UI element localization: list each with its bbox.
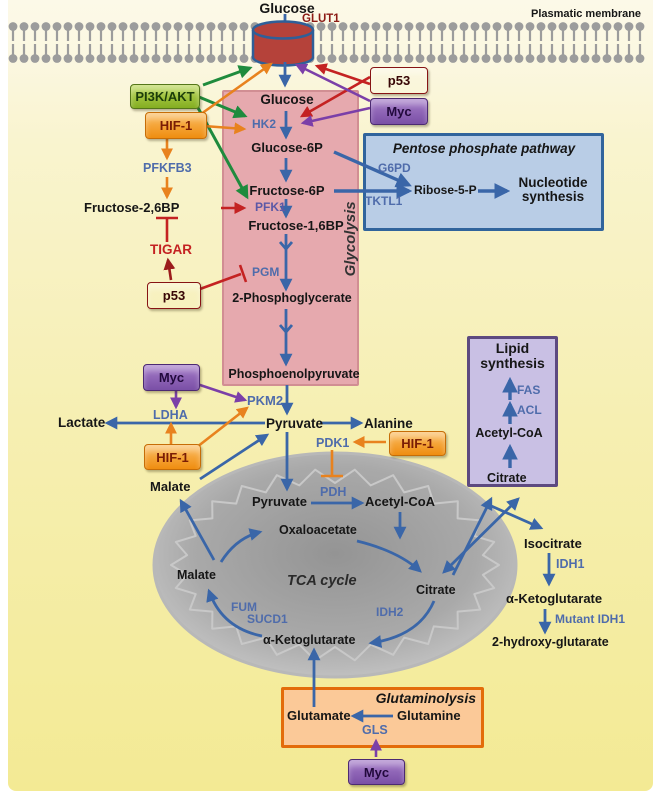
idh2-label: IDH2 [376,605,404,619]
malate-mito-label: Malate [177,568,216,582]
glut1-label: GLUT1 [302,13,340,25]
2-phosphoglycerate-label: 2-Phosphoglycerate [232,291,352,305]
tktl1-label: TKTL1 [365,194,403,208]
glutamate-label: Glutamate [287,708,351,723]
plasmatic-membrane-label: Plasmatic membrane [531,8,642,20]
glut1-transporter-icon [251,20,315,67]
idh1-label: IDH1 [556,557,585,571]
nucleotide-synthesis-label: Nucleotide synthesis [518,175,588,205]
fum-label: FUM [231,600,257,614]
lactate-label: Lactate [58,415,106,430]
acetyl-coa-cytosol-label: Acetyl-CoA [475,426,543,440]
pyruvate-cytosol-label: Pyruvate [266,416,324,431]
phosphoenolpyruvate-label: Phosphoenolpyruvate [228,367,360,381]
pdh-label: PDH [320,485,347,499]
fructose-6p-label: Fructose-6P [249,183,325,198]
glutaminolysis-title: Glutaminolysis [375,690,476,706]
myc-label: Myc [386,104,412,119]
gls-label: GLS [362,723,388,737]
oxaloacetate-label: Oxaloacetate [279,523,357,537]
2-hydroxy-glutarate-label: 2-hydroxy-glutarate [492,635,609,649]
pfkfb3-label: PFKFB3 [143,161,192,175]
plasma-membrane-bilayer-icon [8,22,645,63]
fructose-16bp-label: Fructose-1,6BP [248,218,344,233]
pdk1-label: PDK1 [316,436,350,450]
hif1-box-top: HIF-1 [145,112,207,139]
hif1-label: HIF-1 [401,436,434,451]
alpha-ketoglutarate-cytosol-label: α-Ketoglutarate [506,591,603,606]
pyruvate-mito-label: Pyruvate [252,494,307,509]
p53-label: p53 [387,73,411,88]
hif1-label: HIF-1 [156,449,189,465]
hif1-box-mid: HIF-1 [144,444,201,470]
glycolysis-title: Glycolysis [342,201,360,277]
acetyl-coa-mito-label: Acetyl-CoA [365,494,436,509]
pi3k-akt-label: PI3K/AKT [135,89,195,104]
glutamine-label: Glutamine [397,708,461,723]
lipid-ppp-arrows [333,150,518,468]
fructose-26bp-label: Fructose-2,6BP [84,200,180,215]
mutant-idh1-label: Mutant IDH1 [555,612,625,626]
malate-cytosol-label: Malate [150,479,191,494]
pkm2-label: PKM2 [247,393,284,408]
isocitrate-label: Isocitrate [524,536,582,551]
ldha-label: LDHA [153,408,188,422]
myc-box-bottom: Myc [348,759,405,785]
metabolite-arrows [104,416,556,723]
hif1-arrows [161,62,386,478]
myc-box-top: Myc [370,98,428,125]
hif1-label: HIF-1 [159,118,193,133]
hk2-label: HK2 [252,117,277,131]
glucose-extracellular-label: Glucose [259,0,315,16]
citrate-mito-label: Citrate [416,583,456,597]
alanine-label: Alanine [364,416,413,431]
lipid-synthesis-title: Lipid synthesis [480,340,545,371]
citrate-cytosol-label: Citrate [487,471,527,485]
pfk1-label: PFK1 [255,200,286,214]
myc-label: Myc [363,764,390,780]
mitochondria-icon [152,451,518,679]
fas-label: FAS [517,383,541,397]
alpha-ketoglutarate-mito-label: α-Ketoglutarate [263,633,356,647]
p53-arrows [156,63,371,291]
glucose-label: Glucose [260,92,314,107]
ribose-5-p-label: Ribose-5-P [414,183,477,197]
pgm-label: PGM [252,265,280,279]
p53-label: p53 [162,288,186,303]
myc-label: Myc [158,370,185,385]
myc-box-mid: Myc [143,364,200,391]
tca-cycle-title: TCA cycle [287,573,357,589]
glycolysis-arrows [278,111,294,416]
g6pd-label: G6PD [378,161,411,175]
p53-box-lower: p53 [147,282,201,309]
p53-box-top: p53 [370,67,428,94]
acl-label: ACL [517,403,542,417]
glucose-6p-label: Glucose-6P [251,140,323,155]
sucd1-label: SUCD1 [247,612,288,626]
pentose-phosphate-pathway-title: Pentose phosphate pathway [392,141,576,156]
myc-arrows [170,63,382,757]
tigar-label: TIGAR [150,242,192,257]
hif1-box-right: HIF-1 [389,431,446,456]
pi3k-akt-box: PI3K/AKT [130,84,200,109]
